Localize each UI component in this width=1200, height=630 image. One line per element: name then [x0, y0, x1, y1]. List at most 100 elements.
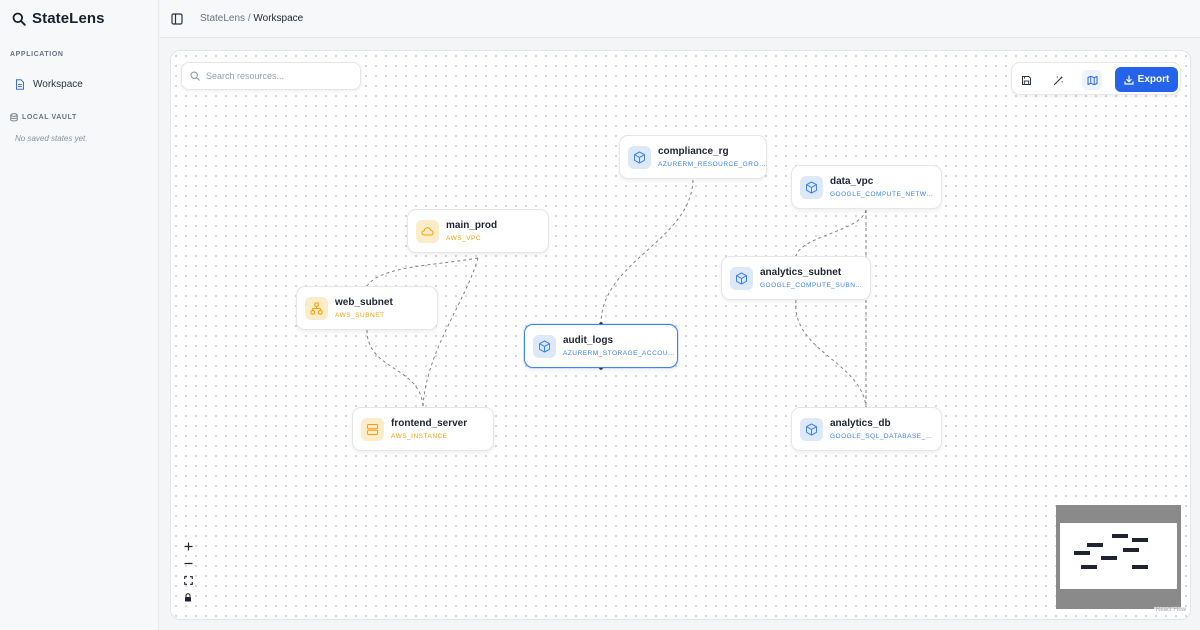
resource-node-web-subnet[interactable]: web_subnet AWS_SUBNET — [296, 286, 438, 330]
resource-node-data-vpc[interactable]: data_vpc GOOGLE_COMPUTE_NETWO... — [791, 165, 942, 209]
flow-controls — [181, 538, 195, 606]
minimap-node — [1087, 543, 1103, 547]
edge-analytics-subnet-analytics-db[interactable] — [795, 299, 867, 408]
cube-icon — [806, 181, 817, 193]
file-icon — [16, 78, 24, 90]
resource-node-compliance-rg[interactable]: compliance_rg AZURERM_RESOURCE_GROUP — [619, 135, 767, 179]
zoom-in-icon — [184, 542, 192, 551]
lock-button[interactable] — [181, 589, 195, 606]
minimap-toggle-button[interactable] — [1082, 70, 1102, 90]
node-type: AZURERM_STORAGE_ACCOU... — [563, 349, 675, 357]
zoom-out-button[interactable] — [181, 555, 195, 572]
node-icon — [800, 175, 823, 199]
node-type: AZURERM_RESOURCE_GROUP — [658, 160, 766, 168]
edge-data-vpc-analytics-subnet[interactable] — [795, 209, 867, 257]
zoom-in-button[interactable] — [181, 538, 195, 555]
auto-layout-button[interactable] — [1048, 70, 1068, 90]
node-type: GOOGLE_COMPUTE_NETWO... — [830, 190, 934, 198]
export-button-label: Export — [1137, 74, 1170, 85]
cloud-icon — [421, 226, 434, 235]
breadcrumb-separator: / — [247, 13, 251, 24]
node-icon — [533, 334, 556, 358]
node-icon — [730, 266, 753, 290]
node-type: GOOGLE_COMPUTE_SUBNET... — [760, 281, 866, 289]
node-type: AWS_VPC — [446, 234, 482, 242]
edge-main-prod-web-subnet[interactable] — [366, 257, 479, 287]
server-icon — [367, 423, 378, 435]
minimap[interactable] — [1056, 505, 1181, 609]
sidebar-item-label: Workspace — [33, 78, 83, 90]
flow-canvas[interactable]: Export main_prod AWS_VPC web_subnet AWS_… — [170, 50, 1191, 620]
search-input[interactable] — [206, 71, 356, 81]
minimap-node — [1112, 534, 1128, 538]
minimap-viewport[interactable] — [1060, 523, 1177, 589]
edge-web-subnet-frontend-server[interactable] — [366, 329, 424, 408]
section-label-text: APPLICATION — [10, 51, 64, 58]
sidebar-item-workspace[interactable]: Workspace — [8, 74, 151, 94]
minimap-node — [1101, 556, 1117, 560]
node-icon — [628, 145, 651, 169]
app-name: StateLens — [32, 10, 105, 27]
node-text: audit_logs AZURERM_STORAGE_ACCOU... — [563, 335, 675, 358]
node-name: web_subnet — [335, 296, 393, 308]
save-icon — [1021, 75, 1031, 85]
breadcrumb-current: Workspace — [253, 13, 304, 24]
brand[interactable]: StateLens — [12, 10, 105, 27]
sidebar: StateLens APPLICATION Workspace LOCAL VA… — [0, 0, 159, 630]
resource-node-analytics-db[interactable]: analytics_db GOOGLE_SQL_DATABASE_IN... — [791, 407, 942, 451]
cube-icon — [539, 340, 550, 352]
node-name: main_prod — [446, 219, 498, 231]
edge-layer — [366, 179, 867, 408]
node-text: frontend_server AWS_INSTANCE — [391, 418, 491, 441]
zoom-out-icon — [184, 562, 192, 565]
vault-empty-note: No saved states yet. — [15, 134, 88, 143]
section-label-vault: LOCAL VAULT — [10, 113, 77, 122]
node-icon — [800, 417, 823, 441]
react-flow-attribution[interactable]: React Flow — [1154, 607, 1189, 613]
node-icon — [305, 296, 328, 320]
node-name: frontend_server — [391, 417, 468, 429]
fit-view-button[interactable] — [181, 572, 195, 589]
fit-view-icon — [183, 576, 193, 585]
minimap-node — [1132, 538, 1148, 542]
node-text: data_vpc GOOGLE_COMPUTE_NETWO... — [830, 176, 934, 199]
network-icon — [310, 302, 323, 315]
minimap-node — [1123, 548, 1139, 552]
canvas-toolbar: Export — [1011, 62, 1181, 95]
search-icon — [190, 71, 200, 81]
node-text: compliance_rg AZURERM_RESOURCE_GROUP — [658, 146, 766, 169]
search-box[interactable] — [181, 62, 361, 90]
sidebar-toggle-button[interactable] — [169, 11, 185, 27]
database-icon — [10, 113, 18, 122]
export-button[interactable]: Export — [1115, 67, 1178, 92]
minimap-node — [1074, 551, 1090, 555]
node-icon — [416, 219, 439, 243]
node-name: compliance_rg — [658, 145, 729, 157]
minimap-node — [1132, 565, 1148, 569]
node-type: AWS_INSTANCE — [391, 432, 448, 440]
search-icon — [12, 12, 26, 26]
map-icon — [1087, 75, 1097, 85]
lock-icon — [185, 593, 191, 602]
resource-node-frontend-server[interactable]: frontend_server AWS_INSTANCE — [352, 407, 494, 451]
magic-wand-icon — [1053, 75, 1063, 85]
node-name: audit_logs — [563, 334, 614, 346]
section-label-text: LOCAL VAULT — [22, 114, 77, 121]
cube-icon — [736, 272, 747, 284]
node-name: analytics_subnet — [760, 266, 842, 278]
edge-compliance-rg-audit-logs[interactable] — [600, 179, 694, 325]
node-type: AWS_SUBNET — [335, 311, 385, 319]
edge-main-prod-frontend-server[interactable] — [422, 257, 479, 408]
node-type: GOOGLE_SQL_DATABASE_IN... — [830, 432, 934, 440]
resource-node-analytics-subnet[interactable]: analytics_subnet GOOGLE_COMPUTE_SUBNET..… — [721, 256, 871, 300]
node-text: main_prod AWS_VPC — [446, 220, 546, 243]
download-icon — [1124, 74, 1134, 85]
section-label-application: APPLICATION — [10, 51, 64, 58]
cube-icon — [806, 423, 817, 435]
node-text: analytics_db GOOGLE_SQL_DATABASE_IN... — [830, 418, 934, 441]
breadcrumb: StateLens / Workspace — [200, 13, 303, 24]
breadcrumb-root[interactable]: StateLens — [200, 13, 246, 24]
resource-node-main-prod[interactable]: main_prod AWS_VPC — [407, 209, 549, 253]
resource-node-audit-logs[interactable]: audit_logs AZURERM_STORAGE_ACCOU... — [524, 324, 678, 368]
save-button[interactable] — [1016, 70, 1036, 90]
